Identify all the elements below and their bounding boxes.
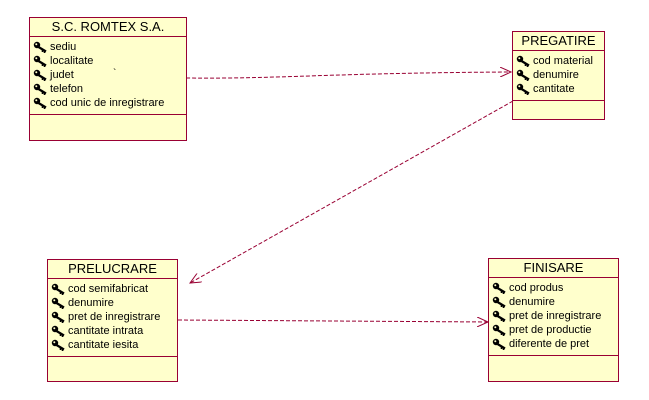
key-icon — [51, 297, 67, 309]
attribute-label: cod unic de inregistrare — [50, 97, 165, 109]
attribute-item[interactable]: telefon — [33, 82, 186, 96]
connector-prelucrare-to-finisare — [177, 320, 488, 322]
class-title: S.C. ROMTEX S.A. — [30, 18, 186, 37]
connector-pregatire-to-prelucrare — [190, 100, 514, 283]
key-icon — [33, 83, 49, 95]
class-title: PRELUCRARE — [48, 260, 177, 279]
attribute-item[interactable]: cantitate intrata — [51, 324, 177, 338]
key-icon — [33, 69, 49, 81]
attribute-label: sediu — [50, 41, 77, 53]
attribute-compartment: cod semifabricat denumire pret de inregi… — [48, 279, 177, 357]
attribute-item[interactable]: localitate — [33, 54, 186, 68]
attribute-label: cod material — [533, 55, 593, 67]
attribute-compartment: cod produs denumire pret de inregistrare… — [489, 278, 618, 356]
class-finisare[interactable]: FINISARE cod produs denumire pret de inr… — [488, 258, 619, 382]
attribute-item[interactable]: pret de inregistrare — [492, 309, 618, 323]
key-icon — [51, 311, 67, 323]
class-title: PREGATIRE — [513, 32, 604, 51]
attribute-item[interactable]: pret de productie — [492, 323, 618, 337]
attribute-label: denumire — [509, 296, 555, 308]
key-icon — [492, 338, 508, 350]
attribute-label: diferente de pret — [509, 338, 590, 350]
connector-romtex-to-pregatire — [185, 72, 511, 79]
attribute-label: localitate — [50, 55, 94, 67]
attribute-item[interactable]: pret de inregistrare — [51, 310, 177, 324]
attribute-label: pret de inregistrare — [68, 311, 161, 323]
attribute-item[interactable]: judet — [33, 68, 186, 82]
key-icon — [492, 310, 508, 322]
attribute-label: pret de inregistrare — [509, 310, 602, 322]
attribute-label: cod produs — [509, 282, 564, 294]
class-prelucrare[interactable]: PRELUCRARE cod semifabricat denumire pre… — [47, 259, 178, 382]
attribute-compartment: cod material denumire cantitate — [513, 51, 604, 101]
attribute-label: judet — [50, 69, 74, 81]
key-icon — [492, 324, 508, 336]
key-icon — [492, 296, 508, 308]
attribute-label: cantitate intrata — [68, 325, 144, 337]
stray-mark: ` — [113, 68, 117, 79]
attribute-item[interactable]: sediu — [33, 40, 186, 54]
attribute-label: cod semifabricat — [68, 283, 149, 295]
attribute-item[interactable]: cod unic de inregistrare — [33, 96, 186, 110]
attribute-label: denumire — [533, 69, 579, 81]
attribute-label: cantitate — [533, 83, 575, 95]
key-icon — [492, 282, 508, 294]
class-romtex[interactable]: S.C. ROMTEX S.A. sediu localitate judet … — [29, 17, 187, 141]
key-icon — [51, 325, 67, 337]
key-icon — [33, 55, 49, 67]
attribute-label: cantitate iesita — [68, 339, 139, 351]
attribute-item[interactable]: denumire — [492, 295, 618, 309]
attribute-item[interactable]: denumire — [516, 68, 604, 82]
attribute-item[interactable]: cantitate iesita — [51, 338, 177, 352]
attribute-item[interactable]: cod semifabricat — [51, 282, 177, 296]
key-icon — [33, 97, 49, 109]
attribute-item[interactable]: cod material — [516, 54, 604, 68]
class-pregatire[interactable]: PREGATIRE cod material denumire cantitat… — [512, 31, 605, 120]
key-icon — [516, 55, 532, 67]
key-icon — [516, 83, 532, 95]
attribute-item[interactable]: cod produs — [492, 281, 618, 295]
attribute-item[interactable]: diferente de pret — [492, 337, 618, 351]
attribute-compartment: sediu localitate judet telefon cod unic … — [30, 37, 186, 115]
attribute-label: telefon — [50, 83, 84, 95]
attribute-item[interactable]: cantitate — [516, 82, 604, 96]
key-icon — [516, 69, 532, 81]
class-title: FINISARE — [489, 259, 618, 278]
attribute-item[interactable]: denumire — [51, 296, 177, 310]
key-icon — [51, 283, 67, 295]
key-icon — [33, 41, 49, 53]
attribute-label: pret de productie — [509, 324, 592, 336]
attribute-label: denumire — [68, 297, 114, 309]
key-icon — [51, 339, 67, 351]
